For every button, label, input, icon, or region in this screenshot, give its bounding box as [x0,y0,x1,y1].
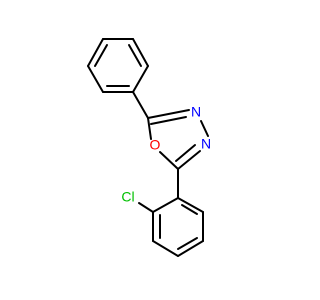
bond [159,151,179,170]
double-bond-inner [150,116,187,125]
bond [132,65,149,93]
oxygen-atom-label: O [150,137,161,153]
bond [177,240,204,257]
bond [177,197,204,213]
bond [147,109,190,119]
bond [200,120,209,137]
bond [132,38,149,67]
double-bond-inner [177,237,198,250]
bond [152,197,179,213]
bond [147,117,152,140]
bond [87,65,104,93]
phenyl-ring-bottom [152,197,204,257]
oxadiazole-ring [147,109,209,170]
molecule-diagram: O N N Cl [0,0,300,300]
chlorine-atom-label: Cl [121,189,134,205]
double-bond-inner [175,144,196,162]
double-bond-inner [94,44,108,67]
bond [138,202,154,213]
bond [177,150,201,170]
nitrogen-atom-label: N [201,136,211,152]
double-bond-inner [128,44,142,67]
phenyl-ring-top [87,38,149,93]
bond [132,91,149,119]
bond [152,240,179,257]
double-bond-inner [181,204,198,215]
nitrogen-atom-label: N [191,104,201,120]
background [0,0,300,300]
bond [87,38,104,67]
